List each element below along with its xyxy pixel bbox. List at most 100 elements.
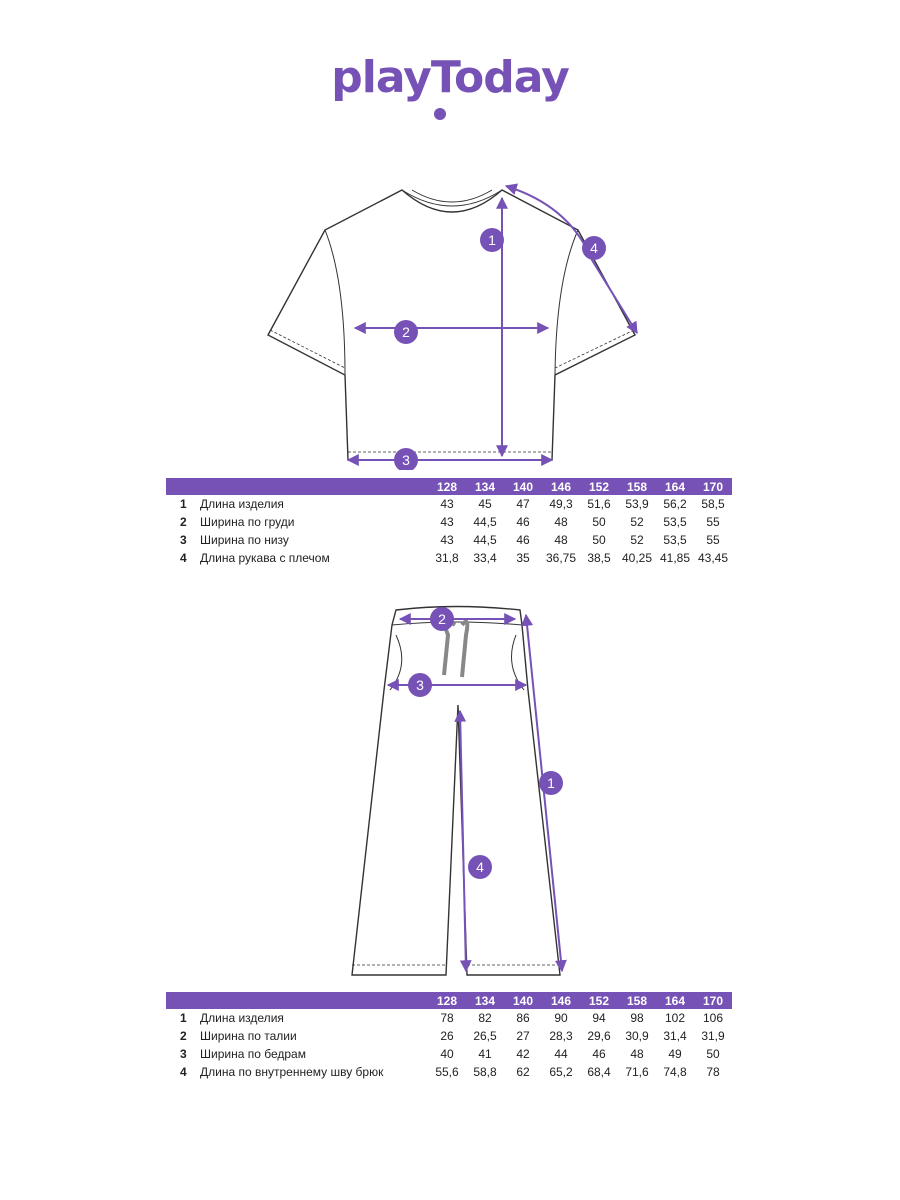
row-label: Ширина по талии <box>200 1029 297 1043</box>
tshirt-drawing: 1 2 3 4 <box>0 170 900 470</box>
cell-value: 45 <box>478 497 492 511</box>
table-header-row: 128 134 140 146 152 158 164 170 <box>166 992 732 1009</box>
size-header: 170 <box>694 992 732 1009</box>
cell-value: 74,8 <box>663 1065 687 1079</box>
cell-value: 48 <box>554 515 568 529</box>
table-row: 4 Длина рукава с плечом 31,8 33,4 35 36,… <box>166 549 732 567</box>
table-row: 1 Длина изделия 43 45 47 49,3 51,6 53,9 … <box>166 495 732 513</box>
cell-value: 53,5 <box>663 533 687 547</box>
row-label: Длина рукава с плечом <box>200 551 330 565</box>
cell-value: 82 <box>478 1011 492 1025</box>
cell-value: 33,4 <box>473 551 497 565</box>
row-label: Длина изделия <box>200 497 284 511</box>
size-header: 140 <box>504 478 542 495</box>
cell-value: 31,8 <box>435 551 459 565</box>
cell-value: 35 <box>516 551 530 565</box>
cell-value: 51,6 <box>587 497 611 511</box>
tshirt-measure-lines <box>346 183 638 466</box>
size-header: 164 <box>656 992 694 1009</box>
row-number: 1 <box>180 1011 187 1025</box>
row-number: 4 <box>180 551 187 565</box>
pants-marker-2: 2 <box>430 607 454 631</box>
cell-value: 65,2 <box>549 1065 573 1079</box>
cell-value: 46 <box>592 1047 606 1061</box>
cell-value: 58,8 <box>473 1065 497 1079</box>
size-header: 152 <box>580 992 618 1009</box>
cell-value: 43 <box>440 515 454 529</box>
pants-size-table: 128 134 140 146 152 158 164 170 1 Длина … <box>166 992 732 1081</box>
tshirt-marker-3: 3 <box>394 448 418 470</box>
size-header: 146 <box>542 478 580 495</box>
row-label: Ширина по бедрам <box>200 1047 306 1061</box>
row-label: Ширина по груди <box>200 515 295 529</box>
cell-value: 68,4 <box>587 1065 611 1079</box>
cell-value: 50 <box>706 1047 720 1061</box>
cell-value: 50 <box>592 515 606 529</box>
size-header: 158 <box>618 992 656 1009</box>
cell-value: 78 <box>706 1065 720 1079</box>
cell-value: 26,5 <box>473 1029 497 1043</box>
cell-value: 29,6 <box>587 1029 611 1043</box>
cell-value: 49,3 <box>549 497 573 511</box>
row-label: Ширина по низу <box>200 533 289 547</box>
svg-text:1: 1 <box>547 775 555 791</box>
size-header: 146 <box>542 992 580 1009</box>
cell-value: 62 <box>516 1065 530 1079</box>
cell-value: 43 <box>440 497 454 511</box>
svg-text:4: 4 <box>590 240 598 256</box>
table-header-row: 128 134 140 146 152 158 164 170 <box>166 478 732 495</box>
cell-value: 43 <box>440 533 454 547</box>
logo-text: playToday <box>331 52 569 103</box>
cell-value: 55 <box>706 533 720 547</box>
cell-value: 86 <box>516 1011 530 1025</box>
cell-value: 50 <box>592 533 606 547</box>
cell-value: 44,5 <box>473 515 497 529</box>
brand-logo: playToday <box>0 48 900 128</box>
cell-value: 49 <box>668 1047 682 1061</box>
cell-value: 43,45 <box>697 551 729 565</box>
cell-value: 78 <box>440 1011 454 1025</box>
cell-value: 55,6 <box>435 1065 459 1079</box>
cell-value: 46 <box>516 515 530 529</box>
tshirt-marker-1: 1 <box>480 228 504 252</box>
cell-value: 98 <box>630 1011 644 1025</box>
cell-value: 40,25 <box>621 551 653 565</box>
tshirt-marker-2: 2 <box>394 320 418 344</box>
row-number: 1 <box>180 497 187 511</box>
cell-value: 44 <box>554 1047 568 1061</box>
pants-marker-3: 3 <box>408 673 432 697</box>
cell-value: 31,9 <box>701 1029 725 1043</box>
cell-value: 30,9 <box>625 1029 649 1043</box>
cell-value: 71,6 <box>625 1065 649 1079</box>
svg-text:3: 3 <box>402 452 410 468</box>
cell-value: 58,5 <box>701 497 725 511</box>
row-number: 3 <box>180 1047 187 1061</box>
pants-outline <box>351 605 561 976</box>
size-header: 134 <box>466 992 504 1009</box>
svg-text:4: 4 <box>476 859 484 875</box>
drawstring-icon <box>442 619 470 678</box>
size-header: 140 <box>504 992 542 1009</box>
size-header: 152 <box>580 478 618 495</box>
cell-value: 55 <box>706 515 720 529</box>
size-header: 128 <box>428 992 466 1009</box>
svg-text:2: 2 <box>402 324 410 340</box>
logo-mark: playToday <box>331 52 570 120</box>
tshirt-size-table: 128 134 140 146 152 158 164 170 1 Длина … <box>166 478 732 567</box>
size-header: 134 <box>466 478 504 495</box>
table-row: 4 Длина по внутреннему шву брюк 55,6 58,… <box>166 1063 732 1081</box>
cell-value: 31,4 <box>663 1029 687 1043</box>
cell-value: 106 <box>702 1011 724 1025</box>
cell-value: 44,5 <box>473 533 497 547</box>
cell-value: 90 <box>554 1011 568 1025</box>
size-header: 170 <box>694 478 732 495</box>
cell-value: 40 <box>440 1047 454 1061</box>
row-number: 2 <box>180 515 187 529</box>
cell-value: 52 <box>630 515 644 529</box>
size-header: 128 <box>428 478 466 495</box>
table-row: 3 Ширина по бедрам 40 41 42 44 46 48 49 … <box>166 1045 732 1063</box>
cell-value: 38,5 <box>587 551 611 565</box>
logo-dot-icon <box>434 108 446 120</box>
tshirt-outline <box>267 189 636 461</box>
cell-value: 46 <box>516 533 530 547</box>
